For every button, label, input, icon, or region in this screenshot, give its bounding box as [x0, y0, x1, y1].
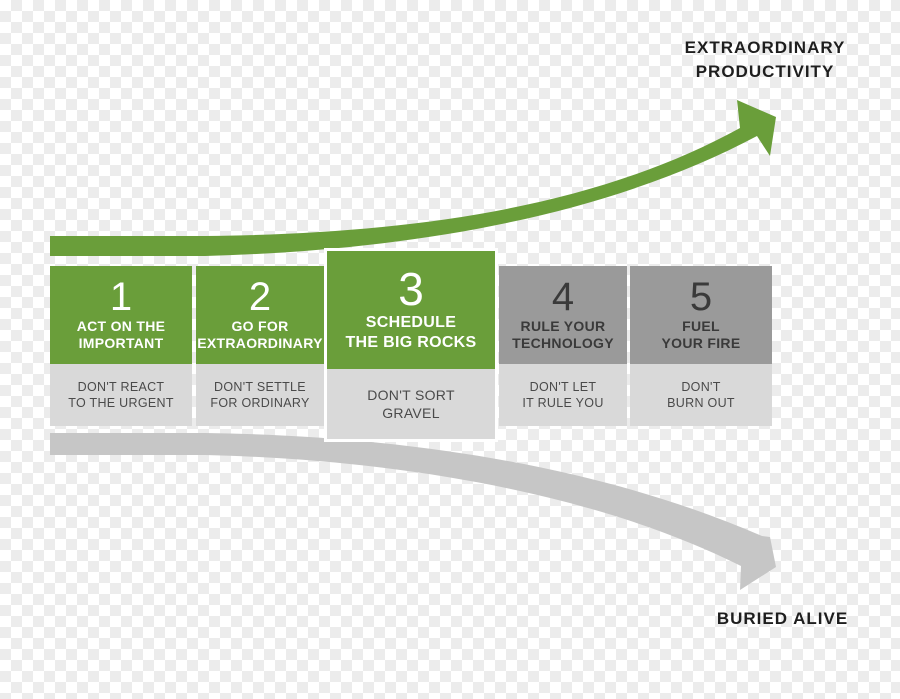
step-5-sub-line2: BURN OUT: [667, 396, 735, 410]
outcome-buried-alive: BURIED ALIVE: [716, 609, 849, 628]
step-5-header: 5 FUEL YOUR FIRE: [630, 266, 772, 364]
step-1-subtitle: DON'T REACT TO THE URGENT: [50, 364, 192, 426]
step-4-title-line2: TECHNOLOGY: [512, 335, 614, 351]
step-4-sub-line2: IT RULE YOU: [522, 396, 604, 410]
step-2-sub-line2: FOR ORDINARY: [210, 396, 310, 410]
step-4-header: 4 RULE YOUR TECHNOLOGY: [499, 266, 627, 364]
step-4-number: 4: [551, 275, 575, 319]
step-3-title-line1: SCHEDULE: [365, 314, 457, 331]
outcome-top-line2: PRODUCTIVITY: [695, 62, 835, 81]
step-4-card: 4 RULE YOUR TECHNOLOGY DON'T LET IT RULE…: [499, 266, 627, 426]
step-1-header: 1 ACT ON THE IMPORTANT: [50, 266, 192, 364]
step-5-number: 5: [689, 275, 713, 319]
step-2-sub-line1: DON'T SETTLE: [214, 380, 306, 394]
downward-gray-arrow: [50, 433, 776, 590]
step-2-title-line1: GO FOR: [231, 318, 289, 334]
step-1-sub-line1: DON'T REACT: [77, 380, 165, 394]
step-3-header: 3 SCHEDULE THE BIG ROCKS: [327, 251, 495, 369]
outcome-top-line1: EXTRAORDINARY: [684, 38, 846, 57]
step-4-title-line1: RULE YOUR: [520, 318, 606, 334]
step-1-title-line1: ACT ON THE: [76, 318, 166, 334]
step-5-title-line2: YOUR FIRE: [661, 335, 741, 351]
step-3-sub-line2: GRAVEL: [382, 405, 440, 421]
step-3-number: 3: [398, 263, 424, 315]
step-1-sub-line2: TO THE URGENT: [68, 396, 174, 410]
outcome-extraordinary-productivity: EXTRAORDINARY PRODUCTIVITY: [665, 36, 865, 84]
step-5-sub-line1: DON'T: [681, 380, 721, 394]
step-2-card: 2 GO FOR EXTRAORDINARY DON'T SETTLE FOR …: [196, 266, 324, 426]
step-2-title-line2: EXTRAORDINARY: [197, 335, 323, 351]
step-2-subtitle: DON'T SETTLE FOR ORDINARY: [196, 364, 324, 426]
step-3-title-line2: THE BIG ROCKS: [345, 334, 477, 351]
step-5-title-line1: FUEL: [682, 318, 720, 334]
step-2-number: 2: [248, 275, 272, 319]
step-1-card: 1 ACT ON THE IMPORTANT DON'T REACT TO TH…: [50, 266, 192, 426]
step-3-subtitle: DON'T SORT GRAVEL: [327, 369, 495, 439]
step-4-sub-line1: DON'T LET: [529, 380, 597, 394]
step-3-card: 3 SCHEDULE THE BIG ROCKS DON'T SORT GRAV…: [324, 248, 498, 442]
step-4-subtitle: DON'T LET IT RULE YOU: [499, 364, 627, 426]
step-5-card: 5 FUEL YOUR FIRE DON'T BURN OUT: [630, 266, 772, 426]
step-2-header: 2 GO FOR EXTRAORDINARY: [196, 266, 324, 364]
step-3-sub-line1: DON'T SORT: [367, 387, 455, 403]
step-5-subtitle: DON'T BURN OUT: [630, 364, 772, 426]
step-1-number: 1: [109, 275, 133, 319]
step-1-title-line2: IMPORTANT: [78, 335, 164, 351]
upward-green-arrow: [50, 100, 776, 256]
